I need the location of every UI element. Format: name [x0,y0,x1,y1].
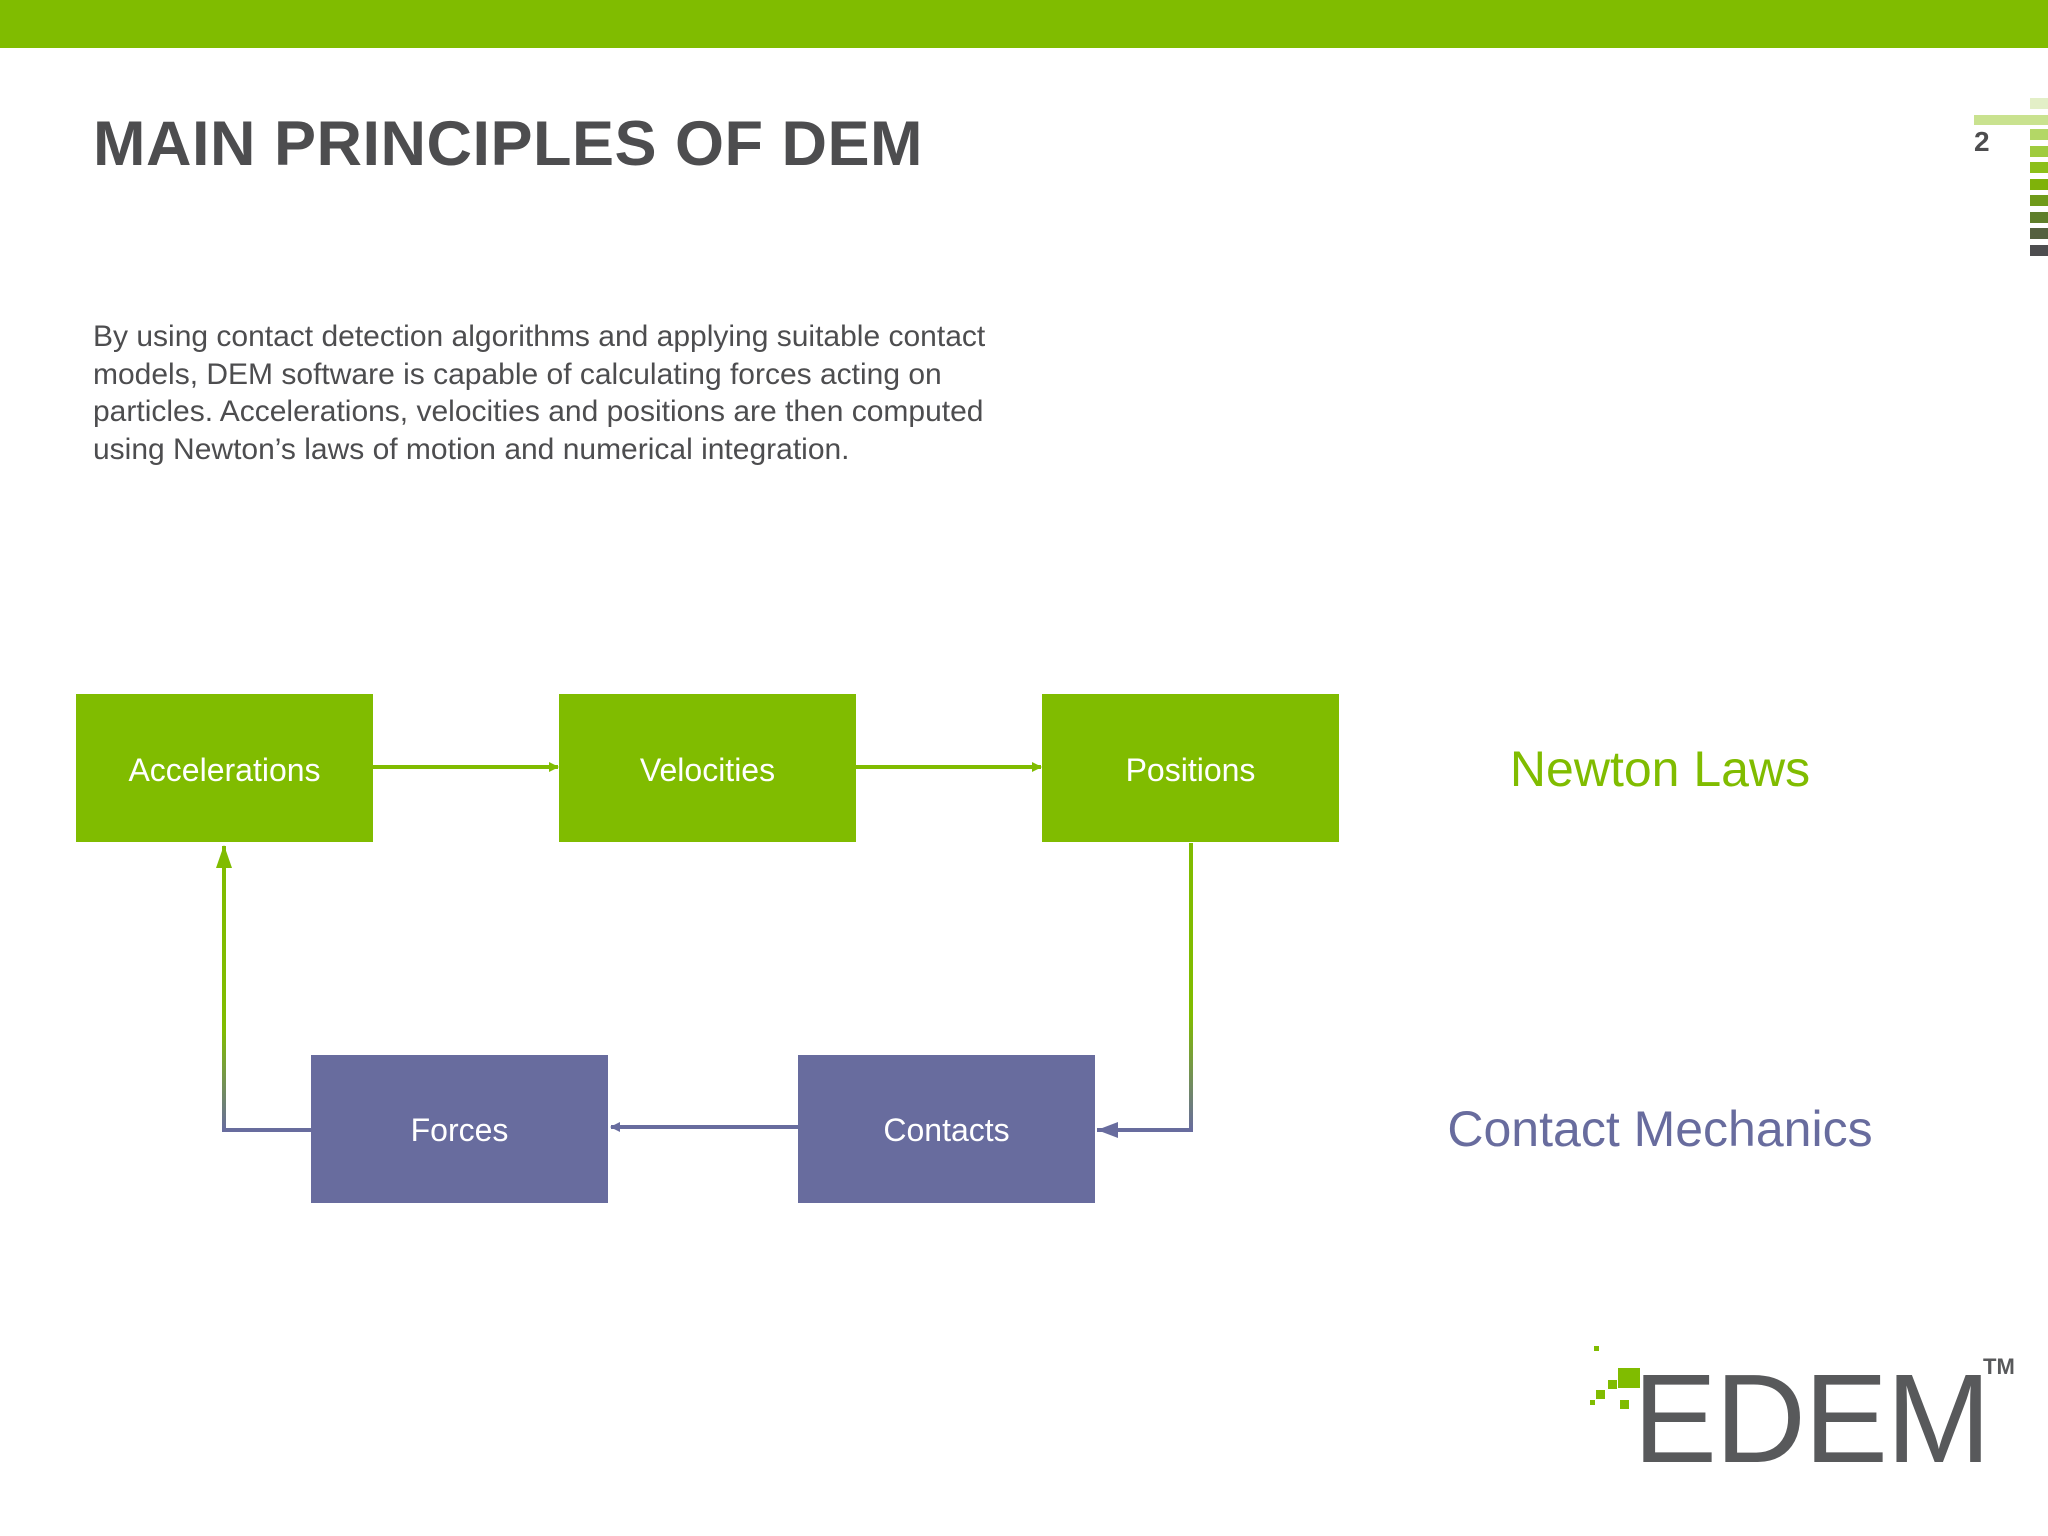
group-label-contact-mechanics: Contact Mechanics [1447,1101,1872,1157]
edge-positions-to-contacts-arrowhead [1097,1122,1118,1138]
edem-logo: EDEM TM [1586,1346,2016,1486]
node-contacts: Contacts [798,1055,1095,1203]
edge-forces-to-accelerations-arrowhead [216,845,232,868]
node-positions: Positions [1042,694,1339,842]
svg-text:Accelerations: Accelerations [128,752,320,788]
node-forces: Forces [311,1055,608,1203]
edge-forces-to-accelerations [222,846,311,1132]
edge-positions-to-contacts [1097,843,1193,1132]
body-paragraph: By using contact detection algorithms an… [93,320,986,466]
svg-text:Forces: Forces [411,1112,509,1148]
corner-bars-decoration [1974,98,2048,256]
group-label-newton-laws: Newton Laws [1510,741,1810,797]
node-accelerations: Accelerations [76,694,373,842]
slide-title: MAIN PRINCIPLES OF DEM [93,109,924,179]
logo-trademark: TM [1983,1354,2015,1379]
page-number: 2 [1974,126,1990,157]
svg-text:Positions: Positions [1126,752,1256,788]
logo-pixel-mark [1590,1346,1640,1409]
svg-text:Velocities: Velocities [640,752,775,788]
svg-text:Contacts: Contacts [883,1112,1009,1148]
top-accent-bar [0,0,2048,48]
node-velocities: Velocities [559,694,856,842]
logo-wordmark: EDEM [1633,1348,1991,1489]
